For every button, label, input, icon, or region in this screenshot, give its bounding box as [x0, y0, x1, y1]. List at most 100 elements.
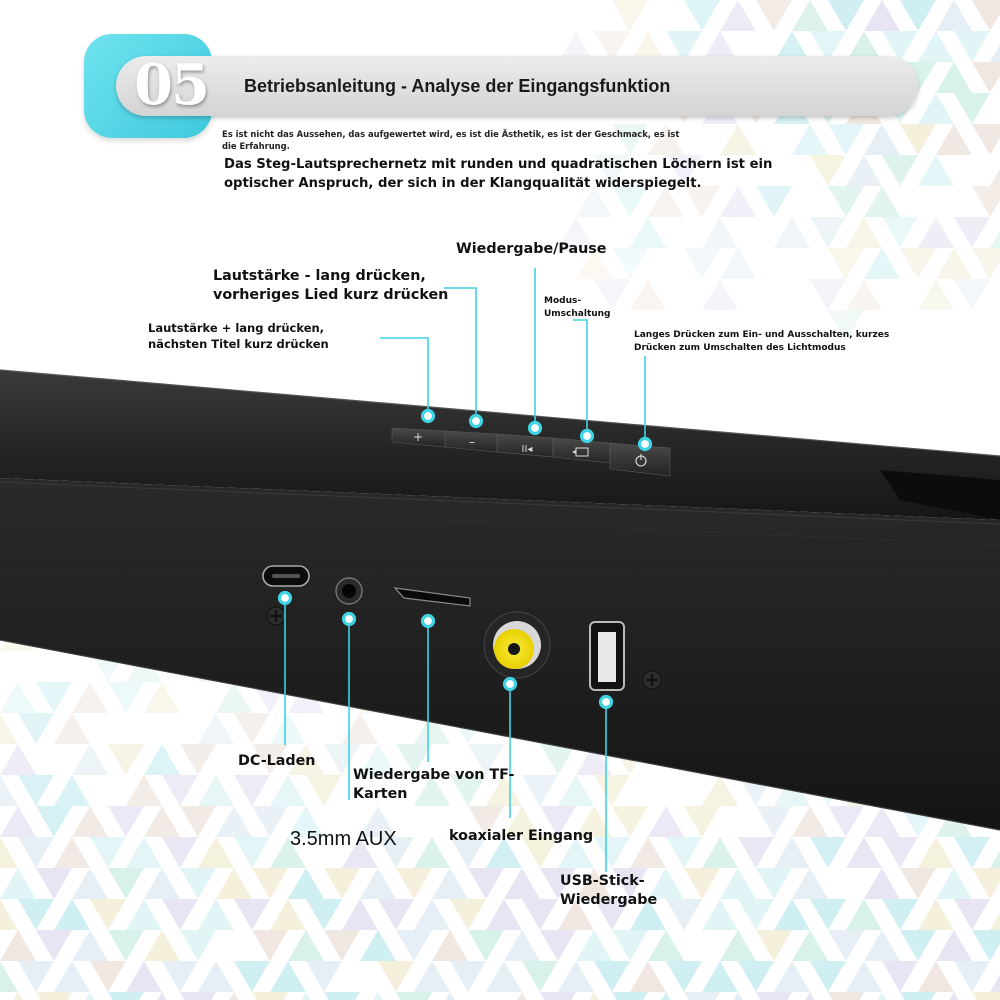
pattern-triangle — [661, 992, 671, 1000]
pattern-triangle — [792, 806, 828, 837]
pattern-triangle — [0, 744, 36, 775]
pattern-triangle — [990, 850, 1000, 868]
callout-dot — [468, 413, 484, 429]
pattern-triangle — [936, 930, 972, 961]
pattern-triangle — [805, 992, 815, 1000]
pattern-triangle — [612, 0, 648, 31]
pattern-triangle — [252, 930, 288, 961]
pattern-triangle — [864, 868, 900, 899]
power-icon[interactable] — [635, 454, 647, 467]
pattern-triangle — [396, 868, 432, 899]
pattern-triangle — [54, 961, 90, 992]
pattern-triangle — [954, 961, 990, 992]
callout-dot — [420, 613, 436, 629]
pattern-triangle — [864, 0, 900, 31]
pattern-triangle — [594, 31, 630, 62]
pattern-triangle — [882, 899, 918, 930]
pattern-triangle — [108, 682, 144, 713]
pattern-triangle — [882, 217, 918, 248]
pattern-triangle — [702, 837, 738, 868]
pattern-triangle — [288, 930, 324, 961]
pattern-triangle — [648, 930, 684, 961]
screw-icon — [642, 670, 662, 690]
pattern-triangle — [162, 961, 198, 992]
pattern-triangle — [36, 930, 72, 961]
pattern-triangle — [702, 217, 738, 248]
pattern-triangle — [877, 992, 887, 1000]
pattern-triangle — [252, 744, 288, 775]
pattern-triangle — [324, 868, 360, 899]
plus-icon[interactable]: + — [413, 430, 423, 444]
pattern-triangle — [378, 961, 414, 992]
pattern-triangle — [810, 155, 846, 186]
pattern-triangle — [612, 992, 648, 1000]
pattern-triangle — [756, 806, 792, 837]
mode-label: Modus- Umschaltung — [544, 296, 611, 319]
pattern-triangle — [270, 961, 306, 992]
pattern-triangle — [324, 930, 360, 961]
pattern-triangle — [342, 899, 378, 930]
pattern-triangle — [522, 899, 558, 930]
pattern-triangle — [90, 961, 126, 992]
pattern-triangle — [198, 899, 234, 930]
pattern-triangle — [0, 961, 18, 992]
pattern-triangle — [594, 775, 630, 806]
minus-icon[interactable]: – — [469, 435, 475, 449]
callout-dot — [341, 611, 357, 627]
pattern-triangle — [864, 248, 900, 279]
pattern-triangle — [324, 992, 360, 1000]
pattern-triangle — [576, 868, 612, 899]
pattern-triangle — [198, 775, 234, 806]
power-label: Langes Drücken zum Ein- und Ausschalten,… — [634, 330, 890, 353]
pattern-triangle — [18, 713, 54, 744]
pattern-triangle — [18, 961, 54, 992]
pattern-triangle — [936, 0, 972, 31]
pattern-triangle — [594, 837, 630, 868]
pattern-triangle — [180, 744, 216, 775]
pattern-triangle — [414, 837, 450, 868]
pattern-triangle — [90, 899, 126, 930]
pattern-triangle — [738, 837, 774, 868]
pattern-triangle — [828, 0, 864, 31]
pattern-triangle — [846, 279, 882, 310]
pattern-triangle — [558, 775, 594, 806]
header-bar — [116, 56, 918, 116]
pattern-triangle — [414, 961, 450, 992]
pattern-triangle — [990, 974, 1000, 992]
pattern-triangle — [720, 868, 756, 899]
pattern-triangle — [702, 961, 738, 992]
volume-up-label: Lautstärke + lang drücken, nächsten Tite… — [148, 321, 329, 351]
pattern-triangle — [630, 837, 666, 868]
coaxial-input-label: koaxialer Eingang — [449, 828, 594, 844]
pattern-triangle — [828, 806, 864, 837]
pattern-triangle — [414, 899, 450, 930]
pattern-triangle — [846, 155, 882, 186]
pattern-triangle — [373, 992, 383, 1000]
pattern-triangle — [90, 837, 126, 868]
pattern-triangle — [342, 837, 378, 868]
pattern-triangle — [828, 992, 864, 1000]
pattern-triangle — [108, 930, 144, 961]
mode-icon[interactable] — [572, 447, 589, 457]
pattern-triangle — [540, 930, 576, 961]
pattern-triangle — [702, 899, 738, 930]
pattern-triangle — [810, 899, 846, 930]
pattern-triangle — [216, 868, 252, 899]
pattern-triangle — [972, 868, 1000, 899]
pattern-triangle — [828, 186, 864, 217]
pattern-triangle — [198, 961, 234, 992]
pattern-triangle — [684, 992, 720, 1000]
pattern-triangle — [846, 31, 882, 62]
pattern-triangle — [756, 930, 792, 961]
pattern-triangle — [684, 806, 720, 837]
pattern-triangle — [918, 93, 954, 124]
pattern-triangle — [972, 186, 1000, 217]
pattern-triangle — [0, 837, 18, 868]
play-pause-icon[interactable]: II◂ — [522, 444, 533, 455]
dc-charging-label: DC-Laden — [238, 753, 316, 769]
pattern-triangle — [504, 806, 540, 837]
pattern-triangle — [234, 775, 270, 806]
pattern-triangle — [13, 992, 23, 1000]
pattern-triangle — [954, 31, 990, 62]
pattern-triangle — [54, 713, 90, 744]
